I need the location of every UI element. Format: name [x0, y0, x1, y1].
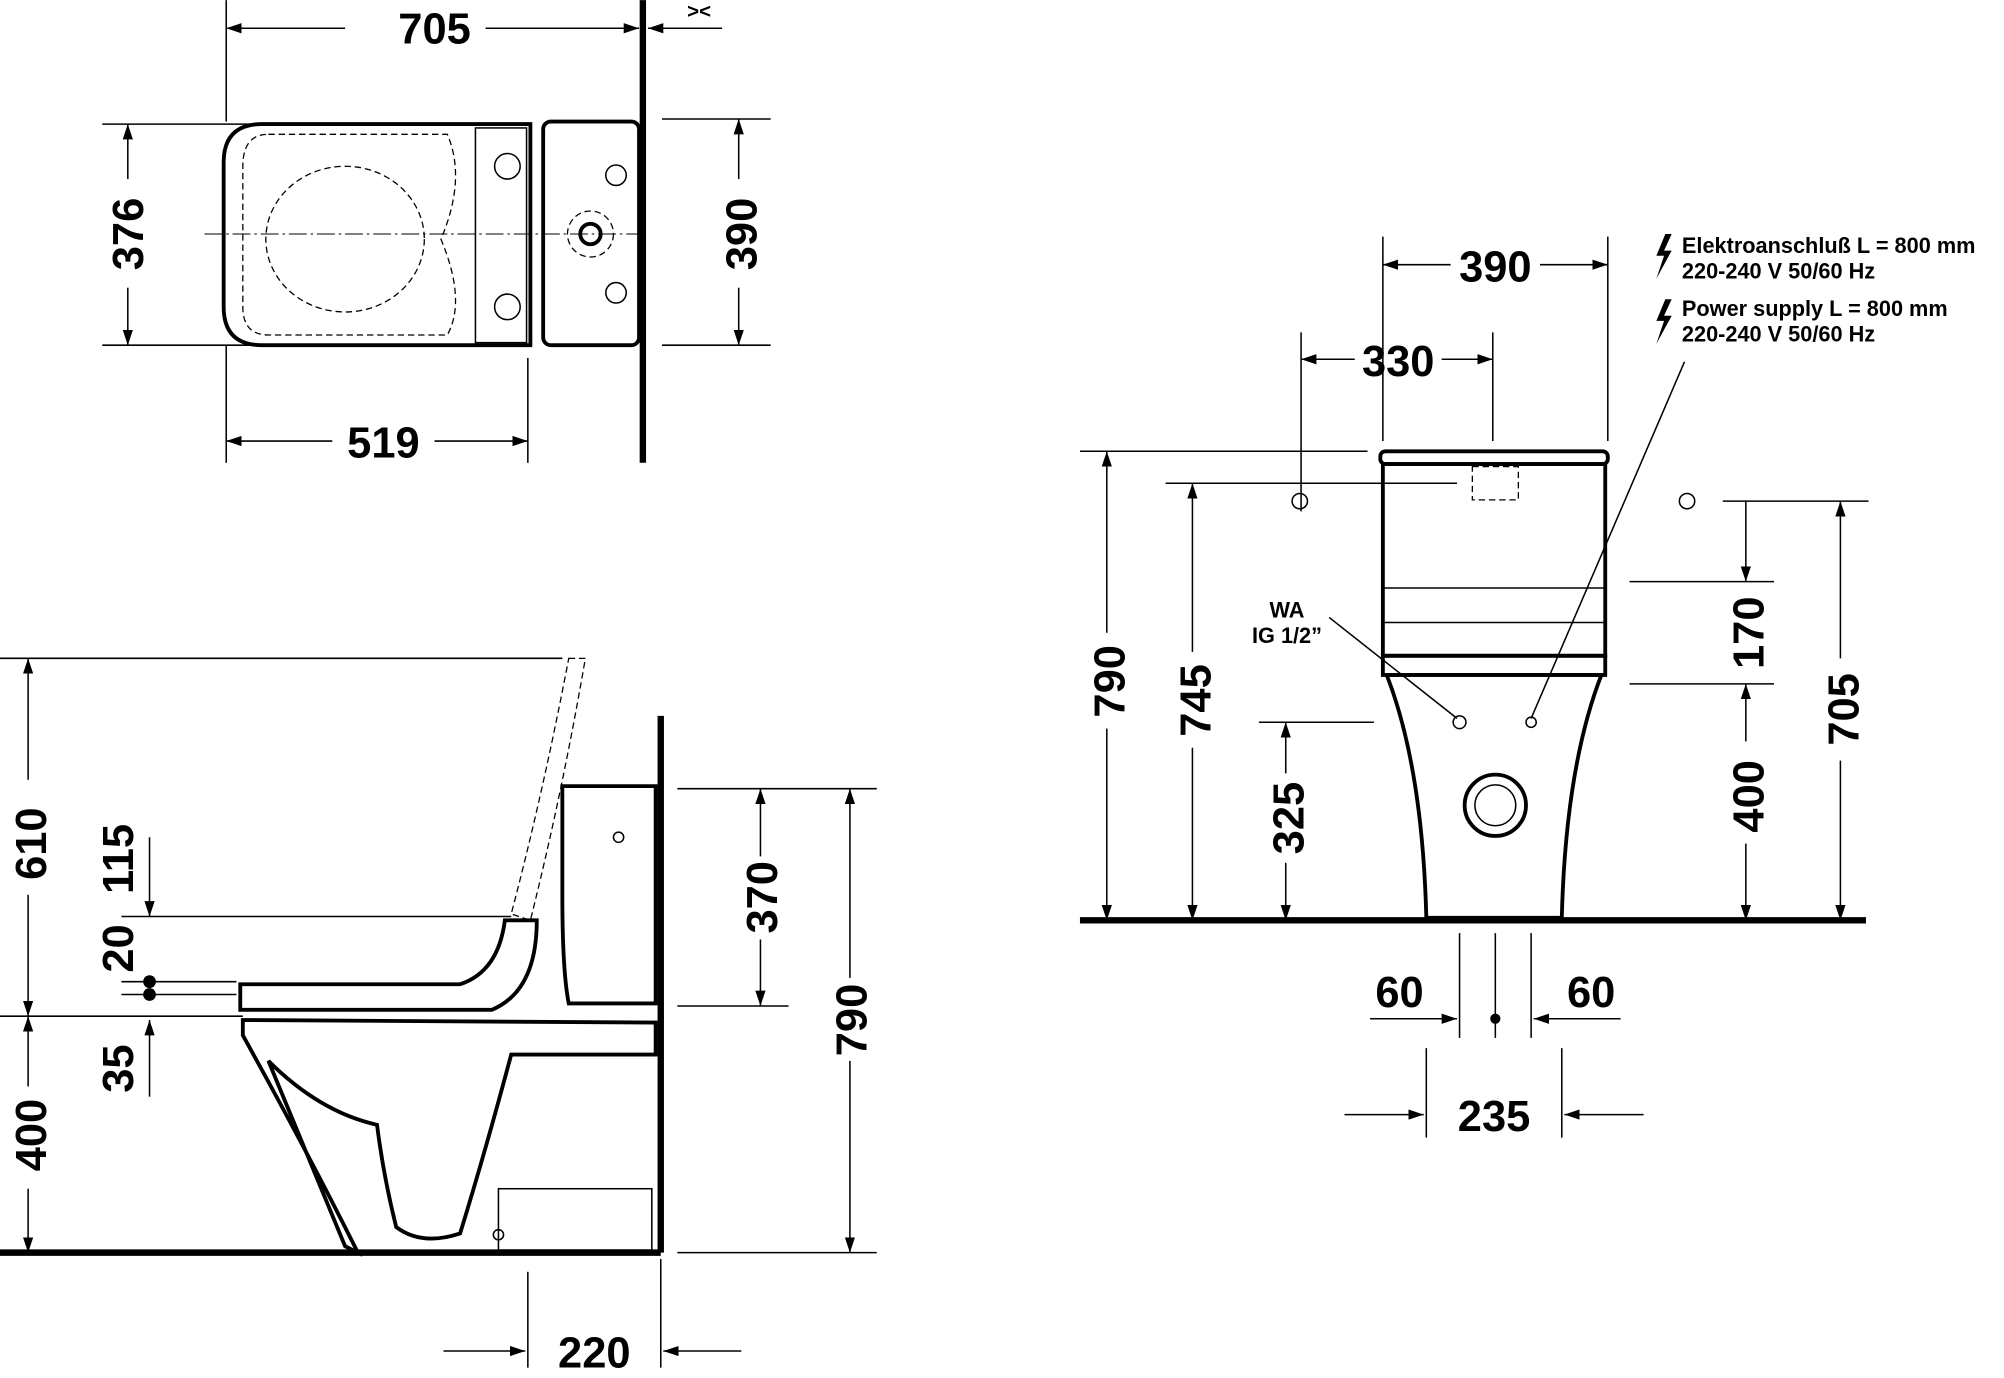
dim-electrical-offset: 170 — [1726, 597, 1774, 669]
power-en-line2: 220-240 V 50/60 Hz — [1682, 321, 1875, 346]
power-de-line1: Elektroanschluß L = 800 mm — [1682, 233, 1976, 258]
power-de-line2: 220-240 V 50/60 Hz — [1682, 259, 1875, 284]
dim-depth-tank: 390 — [719, 198, 767, 270]
top-view: 705 >< 376 390 519 — [102, 0, 771, 468]
tank-outline-top — [541, 119, 641, 348]
front-view: 390 330 790 745 325 WA IG 1/2” 170 400 7… — [1079, 233, 1976, 1141]
seat-front — [1380, 653, 1608, 677]
dim-outlet-distance: 220 — [558, 1330, 630, 1378]
lightning-icon — [1656, 299, 1672, 344]
dim-seat-height: 400 — [8, 1099, 56, 1171]
dim-tank-width: 390 — [1459, 243, 1531, 291]
dim-left-offset: 60 — [1375, 969, 1423, 1017]
water-label: WA — [1270, 597, 1305, 622]
dim-lid-offset: 115 — [95, 824, 143, 894]
tank-side — [560, 784, 658, 1006]
dim-right-offset: 60 — [1567, 969, 1615, 1017]
seat-side — [238, 918, 539, 1012]
dim-tank-inlet-height: 705 — [1820, 673, 1868, 745]
water-thread-label: IG 1/2” — [1252, 623, 1322, 648]
dim-seat-lid-height: 610 — [8, 807, 56, 879]
dim-inlet-height: 745 — [1172, 664, 1220, 736]
dim-tank-height: 370 — [739, 861, 787, 933]
dim-front-total-height: 790 — [1087, 645, 1135, 717]
dim-base-width: 235 — [1458, 1093, 1530, 1141]
bowl-outline-top — [221, 122, 533, 348]
dim-depth-bowl: 376 — [105, 198, 153, 270]
side-view: 610 400 115 20 35 370 790 220 — [0, 657, 877, 1378]
bowl-front — [1383, 673, 1605, 920]
power-en-line1: Power supply L = 800 mm — [1682, 296, 1948, 321]
tank-front — [1380, 462, 1608, 658]
dim-connection-offset: 330 — [1362, 338, 1434, 386]
dim-water-inlet-height: 325 — [1266, 782, 1314, 854]
dim-total-height: 790 — [829, 984, 877, 1056]
dim-offset-35: 35 — [95, 1044, 143, 1092]
wall-gap-symbol: >< — [687, 0, 711, 23]
lightning-icon — [1656, 234, 1672, 279]
dim-bowl-length: 519 — [347, 420, 419, 468]
dim-electrical-height: 400 — [1726, 760, 1774, 832]
dim-offset-20: 20 — [95, 924, 143, 972]
dim-width-total: 705 — [398, 6, 470, 54]
bowl-side — [240, 1018, 658, 1257]
